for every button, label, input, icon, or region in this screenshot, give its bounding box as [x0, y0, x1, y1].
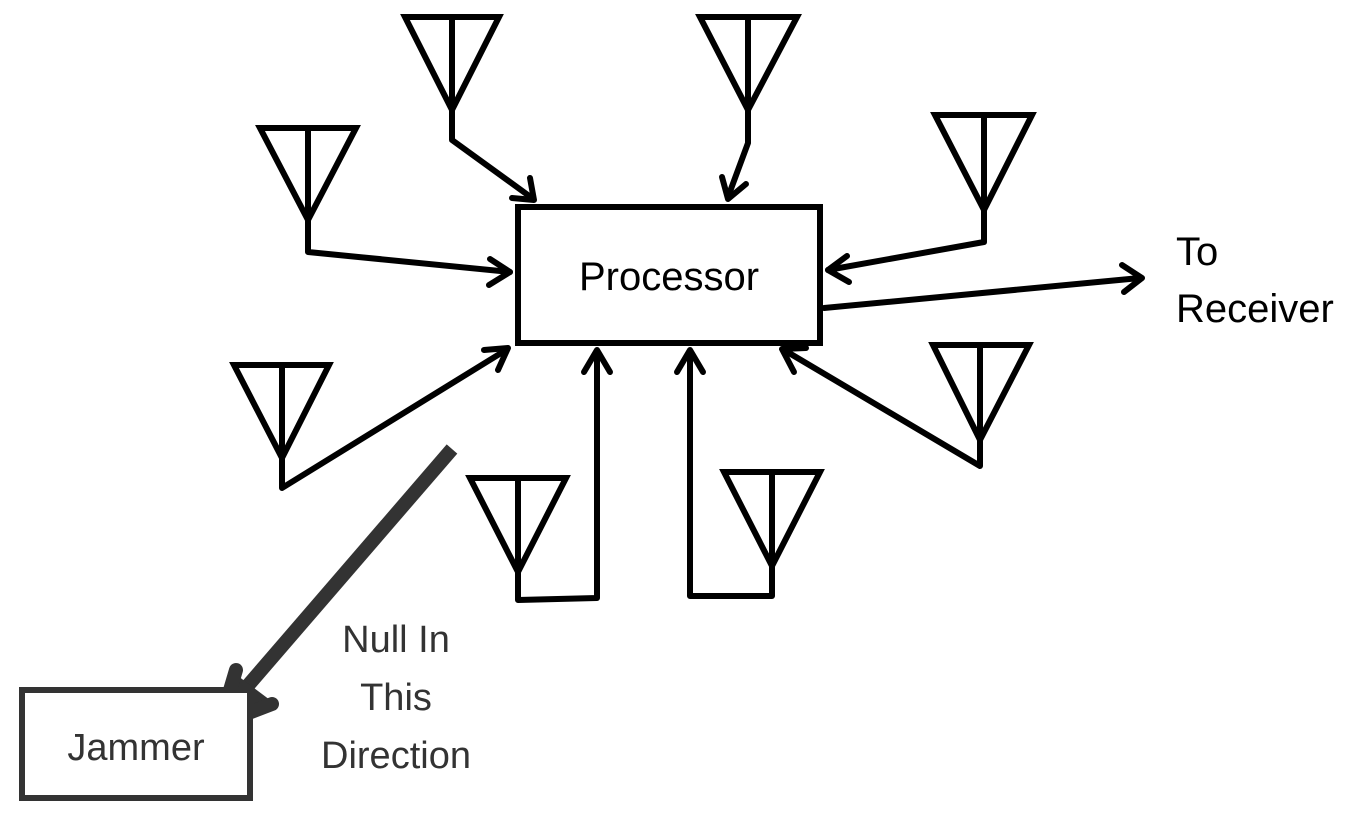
feed-line: [279, 347, 509, 491]
jammer-label: Jammer: [67, 727, 205, 769]
arrowhead-icon: [779, 345, 809, 375]
antenna-icon: [229, 362, 334, 465]
feed-line: [515, 349, 600, 603]
feed-line: [825, 207, 987, 273]
null-note-line1: Null In: [342, 619, 450, 661]
processor-label: Processor: [579, 255, 759, 299]
output-line: [821, 275, 1143, 311]
arrowhead-icon: [509, 175, 537, 203]
antenna-icon: [465, 475, 571, 579]
output-label-line1: To: [1176, 230, 1218, 274]
null-direction-arrow: [226, 444, 458, 709]
feed-line: [781, 347, 983, 469]
antenna-icon: [719, 469, 825, 573]
antenna-icon: [400, 14, 504, 117]
feed-line: [687, 349, 775, 599]
arrowhead-icon: [481, 345, 511, 373]
antenna-icon: [928, 342, 1034, 447]
output-label-line2: Receiver: [1176, 287, 1334, 331]
processor-box: [515, 204, 823, 346]
null-note-line2: This: [360, 677, 432, 719]
null-note-line3: Direction: [321, 735, 471, 777]
arrowhead-icon: [719, 174, 749, 202]
antenna-icon: [255, 125, 361, 227]
jammer-box: [19, 687, 253, 801]
antenna-icon: [695, 14, 802, 117]
arrowhead-icon: [674, 347, 706, 375]
arrowhead-icon: [1119, 262, 1145, 295]
feed-line: [725, 107, 751, 200]
antenna-icon: [930, 112, 1037, 217]
arrowhead-icon: [581, 347, 613, 375]
arrowhead-icon: [486, 256, 513, 288]
arrowhead-icon: [825, 253, 852, 285]
feed-line: [305, 217, 513, 275]
feed-line: [449, 107, 535, 201]
